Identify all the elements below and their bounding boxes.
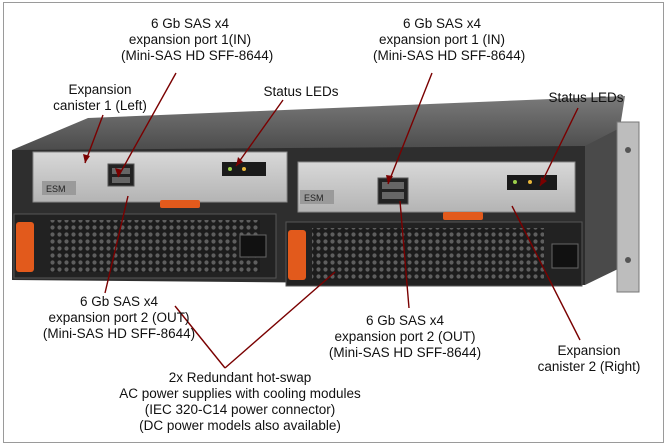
chassis-side (585, 128, 620, 285)
esm-tag-right (300, 190, 334, 204)
psu-left-handle (16, 222, 34, 272)
label-line: 2x Redundant hot-swap (168, 370, 312, 385)
esm-tag-left (42, 181, 76, 195)
label-line: (Mini-SAS HD SFF-8644) (373, 48, 526, 63)
label-line: (DC power models also available) (139, 418, 341, 433)
label-line: expansion port 1(IN) (128, 32, 252, 47)
status-led-panel-right (507, 175, 557, 190)
label-line: expansion port 2 (OUT) (48, 310, 190, 325)
label-line: Status LEDs (263, 84, 339, 99)
psu-right-handle (288, 230, 306, 280)
leader-psu-b (224, 271, 336, 369)
label-line: AC power supplies with cooling modules (119, 386, 361, 401)
esm-text-left: ESM (46, 184, 66, 194)
handle-right (443, 212, 483, 220)
label-psu: 2x Redundant hot-swap AC power supplies … (110, 370, 370, 434)
label-port2-out-right: 6 Gb SAS x4 expansion port 2 (OUT) (Mini… (316, 313, 494, 361)
label-line: 6 Gb SAS x4 (79, 294, 159, 309)
label-line: expansion port 2 (OUT) (334, 329, 476, 344)
label-line: (Mini-SAS HD SFF-8644) (328, 345, 482, 360)
label-port2-out-left: 6 Gb SAS x4 expansion port 2 (OUT) (Mini… (30, 294, 208, 342)
sas-port-right (377, 177, 409, 205)
label-line: Expansion (557, 343, 621, 358)
leader-psu-a (174, 305, 226, 369)
label-line: (Mini-SAS HD SFF-8644) (42, 326, 196, 341)
leader-port1-in-left (117, 72, 177, 178)
power-connector-right (551, 243, 579, 269)
label-line: 6 Gb SAS x4 (402, 16, 482, 31)
leader-port1-in-right (387, 72, 433, 185)
leader-status-right (539, 107, 579, 187)
label-line: expansion port 1 (IN) (378, 32, 506, 47)
label-line: canister 1 (Left) (53, 98, 147, 113)
psu-left-grill (50, 220, 260, 272)
leader-arrowheads (83, 154, 547, 186)
label-line: 6 Gb SAS x4 (150, 16, 230, 31)
label-canister2: Expansion canister 2 (Right) (525, 343, 653, 375)
label-line: 6 Gb SAS x4 (365, 313, 445, 328)
label-line: (Mini-SAS HD SFF-8644) (121, 48, 274, 63)
leader-lines (84, 72, 581, 369)
label-port1-in-left: 6 Gb SAS x4 expansion port 1(IN) (Mini-S… (121, 16, 274, 64)
label-status-leds-right: Status LEDs (539, 90, 633, 106)
label-canister1: Expansion canister 1 (Left) (45, 82, 155, 114)
rack-ear-right (616, 121, 640, 293)
leader-port2-out-left (104, 195, 129, 294)
handle-left (160, 200, 200, 208)
power-connector-left (239, 234, 267, 258)
label-line: canister 2 (Right) (537, 359, 641, 374)
leader-canister2 (511, 205, 581, 341)
leader-port2-out-right (399, 200, 410, 309)
label-line: Expansion (68, 82, 132, 97)
chassis-top (12, 96, 625, 152)
label-status-leds-left: Status LEDs (254, 84, 348, 100)
psu-right-grill (312, 228, 544, 280)
label-line: (IEC 320-C14 power connector) (144, 402, 336, 417)
esm-text-right: ESM (304, 193, 324, 203)
label-line: Status LEDs (548, 90, 624, 105)
leader-status-left (235, 99, 284, 167)
label-port1-in-right: 6 Gb SAS x4 expansion port 1 (IN) (Mini-… (373, 16, 526, 64)
leader-canister1 (84, 114, 104, 164)
figure-frame (3, 2, 664, 443)
